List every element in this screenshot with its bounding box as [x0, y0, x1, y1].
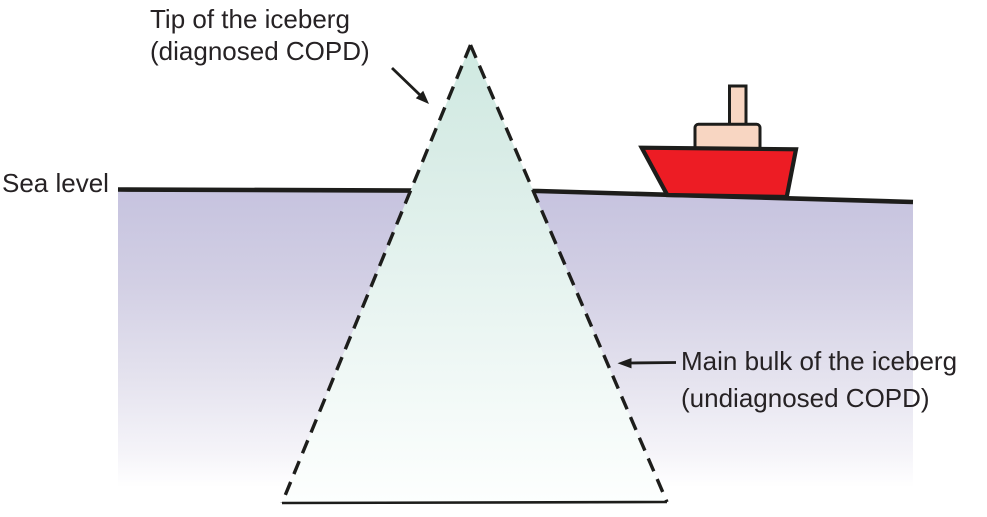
tip-label-line2: (diagnosed COPD) — [150, 36, 370, 66]
iceberg-body — [282, 45, 667, 503]
tip-of-iceberg-label: Tip of the iceberg (diagnosed COPD) — [150, 3, 370, 67]
sea-level-label-text: Sea level — [2, 168, 109, 198]
sea-level-label: Sea level — [2, 168, 109, 198]
iceberg-shape — [280, 44, 669, 505]
tip-arrowhead-icon — [415, 90, 429, 104]
bulk-label-line1: Main bulk of the iceberg — [681, 346, 958, 376]
tip-label-line1: Tip of the iceberg — [150, 4, 350, 34]
boat-hull — [638, 145, 799, 200]
bulk-arrow — [617, 358, 677, 369]
tip-arrow-line — [391, 66, 421, 97]
main-bulk-label: Main bulk of the iceberg (undiagnosed CO… — [681, 343, 957, 417]
iceberg-bottom-edge — [281, 500, 668, 505]
iceberg-right-edge-dashed — [468, 44, 669, 503]
tip-arrow — [391, 66, 429, 104]
boat-illustration — [638, 84, 799, 200]
bulk-arrowhead-icon — [617, 358, 632, 369]
iceberg-left-edge-dashed — [280, 44, 473, 504]
bulk-label-line2: (undiagnosed COPD) — [681, 383, 930, 413]
bulk-arrow-line — [630, 361, 677, 365]
boat-funnel — [728, 84, 748, 128]
